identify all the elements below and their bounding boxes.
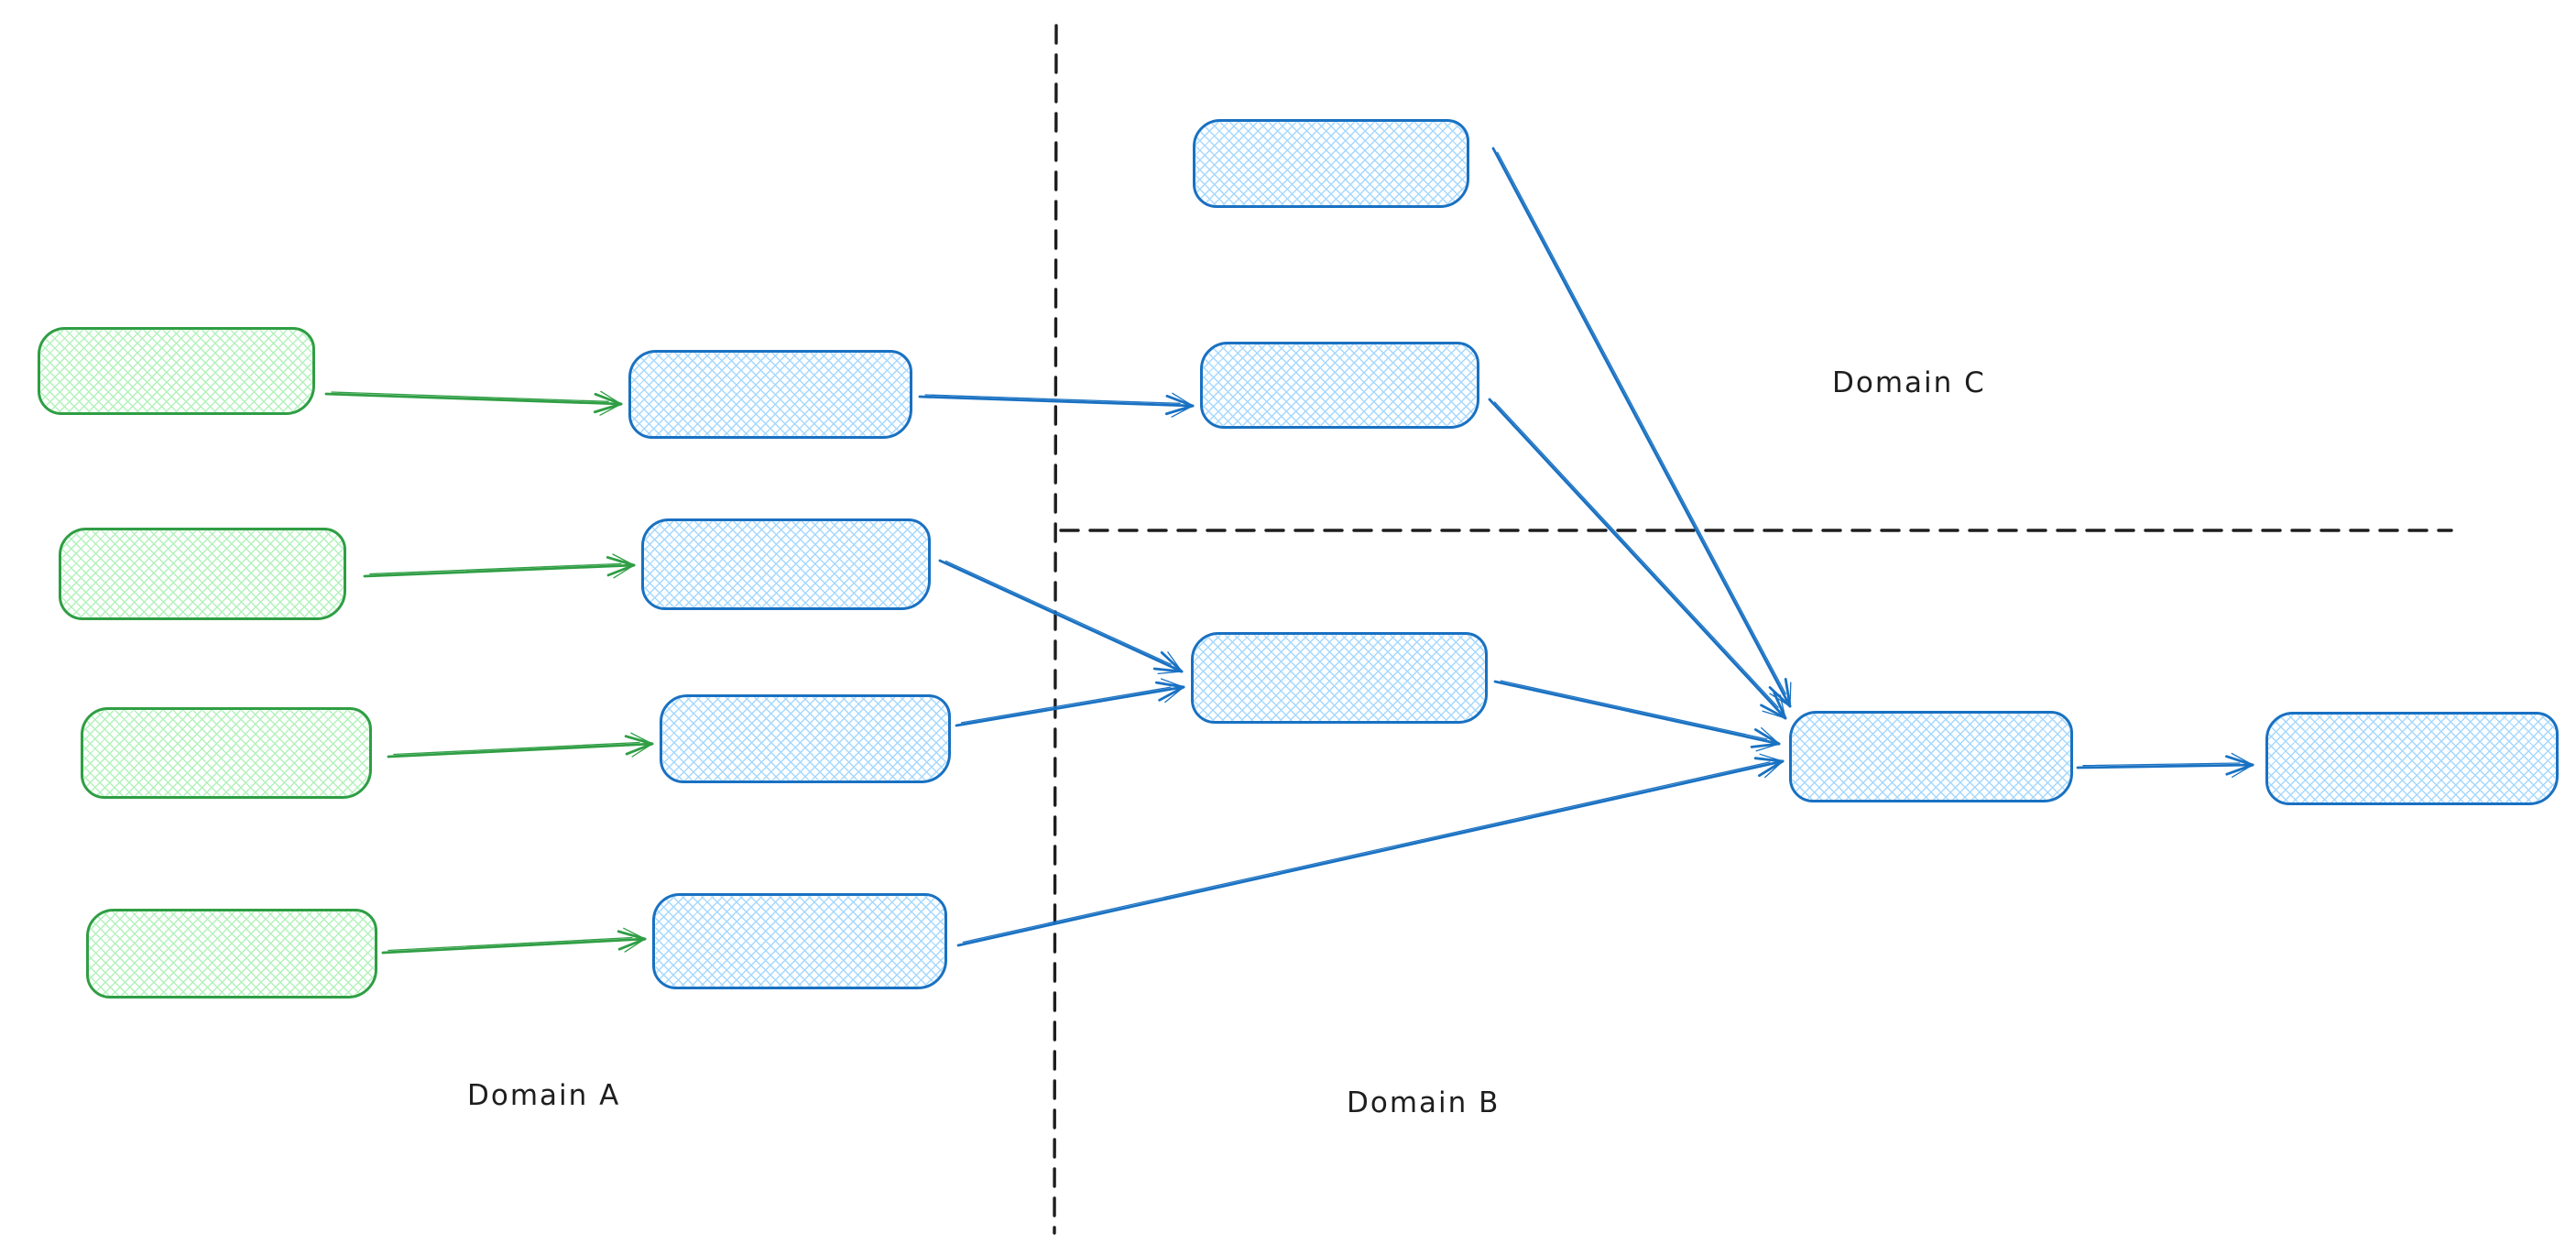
arrow-a3-to-b1	[955, 678, 1185, 727]
node-blue-a4	[652, 893, 947, 989]
node-blue-a3	[660, 694, 951, 783]
arrow-c2-to-b2	[1488, 398, 1787, 720]
node-green-source-2	[59, 528, 346, 620]
arrow-a2-to-b1	[938, 559, 1184, 674]
arrow-a4-to-b2	[956, 753, 1785, 947]
arrow-green4-to-a4	[381, 927, 647, 955]
node-blue-c2	[1200, 342, 1479, 429]
node-blue-a1	[628, 350, 912, 439]
arrow-b2-to-b3	[2076, 752, 2254, 778]
arrow-green2-to-a2	[363, 553, 636, 579]
node-green-source-4	[86, 909, 377, 999]
label-domain-b: Domain B	[1347, 1086, 1501, 1119]
arrow-c1-to-b2	[1491, 147, 1792, 708]
arrow-b1-to-b2	[1493, 680, 1781, 752]
label-domain-c: Domain C	[1832, 366, 1986, 399]
arrow-green1-to-a1	[324, 390, 623, 416]
node-green-source-1	[38, 327, 315, 415]
node-blue-b2	[1789, 711, 2073, 802]
node-blue-b1	[1191, 632, 1488, 724]
label-domain-a: Domain A	[467, 1079, 621, 1112]
node-blue-b3	[2265, 712, 2559, 805]
node-blue-a2	[641, 518, 931, 610]
arrow-green3-to-a3	[387, 732, 654, 758]
node-green-source-3	[81, 707, 372, 799]
arrow-a1-to-c2	[918, 392, 1195, 418]
divider-vertical-a-b	[1053, 24, 1058, 1235]
node-blue-c1	[1193, 119, 1469, 208]
